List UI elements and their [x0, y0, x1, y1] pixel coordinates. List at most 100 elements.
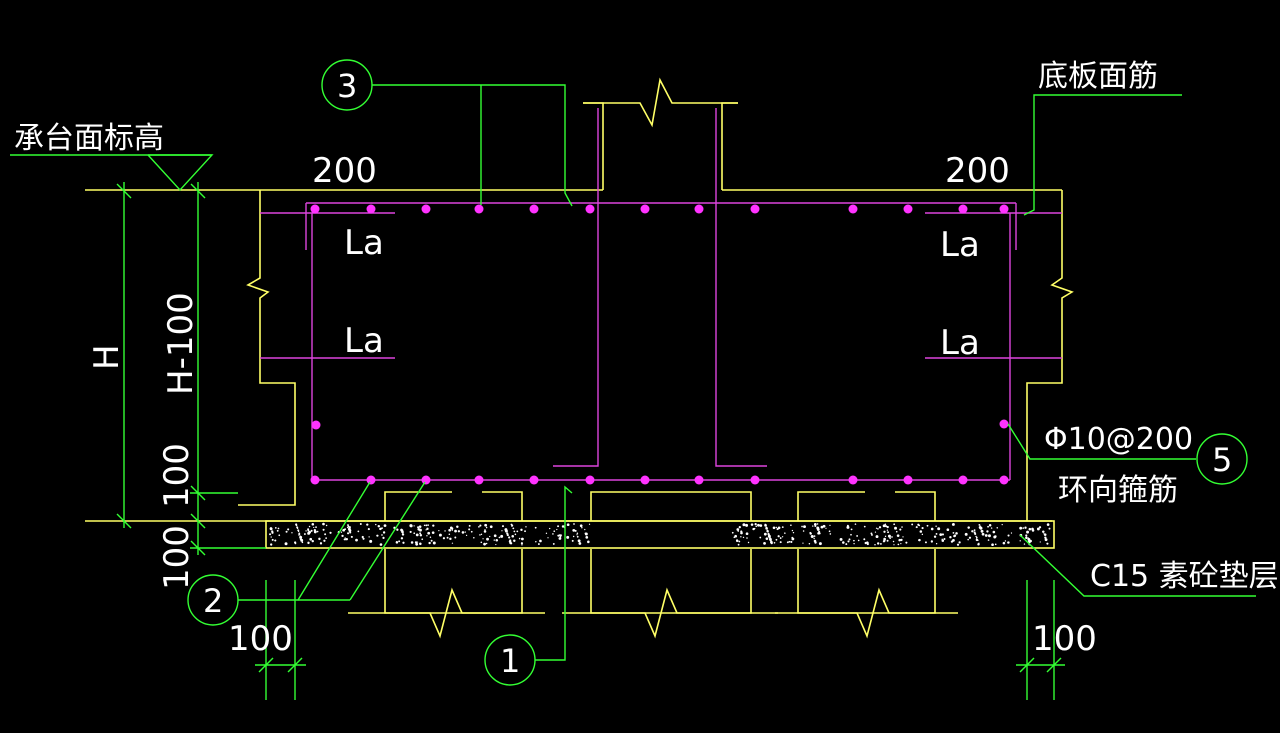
cushion-speckle	[740, 530, 743, 533]
cushion-speckle	[1026, 530, 1029, 534]
cushion-speckle	[1001, 524, 1003, 526]
cushion-speckle	[512, 527, 515, 530]
cushion-speckle	[359, 522, 362, 526]
cushion-speckle	[514, 533, 517, 536]
cushion-speckle	[561, 525, 565, 528]
cushion-speckle	[431, 531, 435, 535]
cushion-speckle	[495, 538, 499, 542]
cushion-speckle	[508, 536, 511, 539]
cushion-speckle	[294, 542, 297, 545]
cushion-speckle	[457, 530, 461, 533]
cushion-speckle	[483, 530, 487, 533]
dim-br-tick-1	[1019, 657, 1035, 673]
cushion-speckle	[489, 525, 493, 529]
cushion-speckle	[521, 544, 523, 546]
cushion-speckle	[524, 530, 526, 533]
cushion-speckle	[425, 529, 427, 531]
cushion-speckle	[566, 535, 570, 539]
cushion-speckle	[291, 532, 293, 534]
rebar-dot-bottom	[694, 475, 704, 485]
cushion-speckle	[344, 528, 347, 531]
cushion-speckle	[866, 542, 869, 546]
rebar-dot-top	[848, 204, 858, 214]
cushion-speckle	[864, 541, 868, 545]
cushion-speckle	[301, 541, 304, 544]
dim-bottom-right: 100	[1032, 619, 1097, 659]
cushion-speckle	[324, 533, 327, 536]
cushion-speckle	[781, 526, 784, 529]
cushion-speckle	[863, 538, 866, 541]
pile-right-top-r	[895, 491, 936, 521]
cushion-speckle	[584, 528, 586, 531]
cushion-speckle	[889, 537, 891, 539]
cushion-layer	[265, 520, 1055, 549]
cushion-speckle	[516, 530, 519, 533]
dim-br-tick-2	[1046, 657, 1062, 673]
cushion-speckle	[1025, 536, 1028, 540]
cushion-speckle	[446, 536, 449, 539]
cushion-speckle	[791, 536, 794, 539]
cushion-speckle	[949, 535, 952, 539]
cushion-speckle	[1028, 527, 1032, 531]
cushion-speckle	[357, 530, 360, 533]
cushion-speckle	[584, 532, 588, 536]
cushion-speckle	[892, 540, 895, 543]
cushion-speckle	[560, 534, 563, 536]
cushion-speckle	[759, 536, 762, 539]
cushion-speckle	[810, 534, 814, 538]
rebar-dot-top	[310, 204, 320, 214]
cushion-speckle	[809, 531, 812, 534]
callout-label-3: 3	[337, 67, 357, 105]
cushion-speckle	[759, 524, 763, 527]
cushion-speckle	[790, 524, 792, 526]
label-hoop-spec: Φ10@200	[1044, 422, 1193, 457]
cushion-speckle	[736, 528, 740, 531]
cushion-speckle	[930, 527, 934, 531]
column-left-wall	[583, 102, 604, 190]
cushion-speckle	[765, 527, 768, 530]
cushion-speckle	[426, 527, 429, 530]
cushion-speckle	[921, 526, 924, 530]
cushion-speckle	[501, 525, 504, 528]
cushion-speckle	[853, 539, 855, 542]
anchorage-mid-left: La	[344, 321, 384, 361]
cushion-speckle	[269, 533, 272, 536]
cushion-speckle	[362, 537, 365, 540]
cushion-speckle	[764, 523, 767, 527]
cushion-speckle	[313, 529, 317, 532]
cushion-speckle	[731, 531, 734, 534]
cushion-speckle	[401, 530, 404, 534]
cushion-speckle	[559, 535, 562, 538]
cushion-speckle	[863, 525, 866, 528]
cushion-speckle	[479, 534, 481, 536]
cushion-speckle	[829, 533, 832, 535]
cushion-speckle	[1002, 541, 1006, 545]
cushion-speckle	[981, 532, 985, 536]
cushion-speckle	[300, 538, 304, 542]
cushion-speckle	[775, 538, 778, 541]
cushion-speckle	[775, 526, 778, 529]
cushion-speckle	[308, 525, 311, 528]
cushion-speckle	[329, 531, 332, 534]
leader-2	[238, 481, 371, 601]
cushion-speckle	[461, 531, 465, 534]
cushion-speckle	[381, 527, 383, 530]
cushion-speckle	[955, 532, 958, 535]
cushion-speckle	[980, 529, 984, 533]
cushion-speckle	[310, 529, 313, 532]
cushion-speckle	[883, 539, 886, 542]
rebar-dot-top	[903, 204, 913, 214]
cushion-speckle	[401, 533, 405, 536]
cushion-speckle	[322, 528, 325, 531]
cushion-speckle	[398, 540, 401, 543]
cushion-speckle	[351, 536, 353, 538]
column-bar-right	[715, 108, 767, 467]
cushion-speckle	[576, 534, 578, 536]
cushion-speckle	[958, 541, 961, 544]
cushion-speckle	[427, 532, 431, 535]
cushion-speckle	[754, 522, 757, 526]
cushion-speckle	[414, 541, 418, 544]
cushion-speckle	[429, 536, 432, 539]
cushion-speckle	[413, 532, 416, 535]
cushion-speckle	[572, 528, 576, 532]
